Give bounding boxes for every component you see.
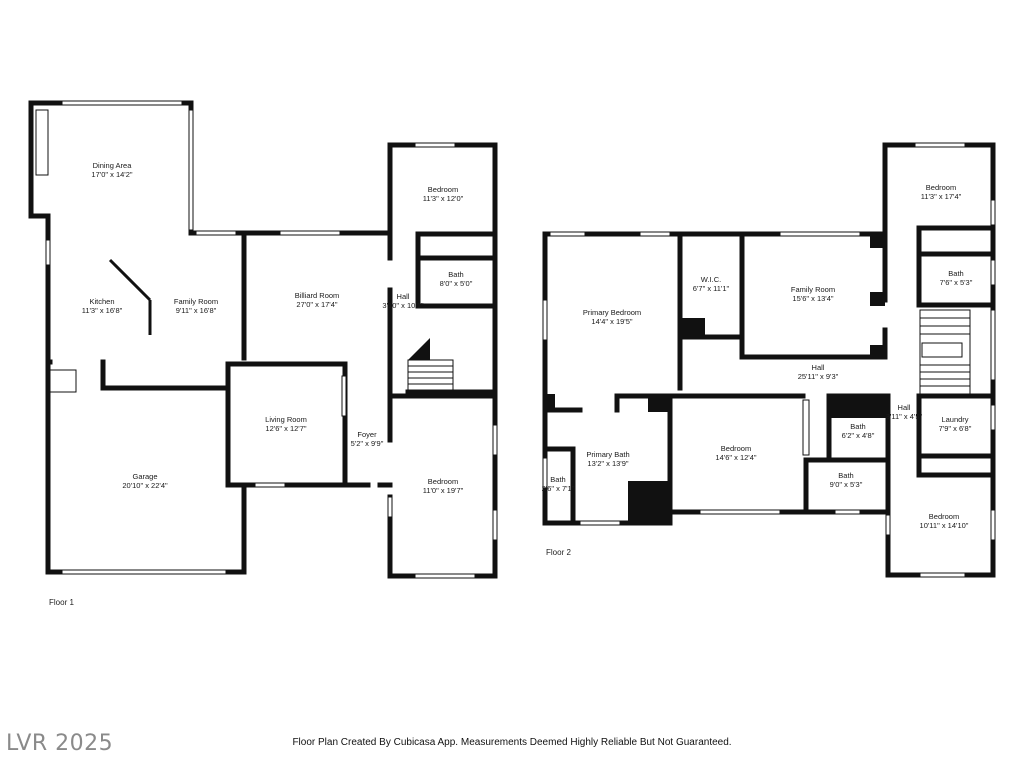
room-name-bed2a: Bedroom [926,183,956,192]
solid-fixtures [408,234,888,523]
wall-outlines [28,100,996,579]
room-name-bath2a: Bath [948,269,963,278]
room-dims-wic: 6'7" x 11'1" [693,284,730,293]
room-dims-bed2b: 14'6" x 12'4" [715,453,756,462]
room-name-bed2b: Bedroom [721,444,751,453]
room-dims-dining: 17'0" x 14'2" [91,170,132,179]
room-name-bed2c: Bedroom [929,512,959,521]
room-dims-living: 12'6" x 12'7" [265,424,306,433]
room-name-hall1: Hall [397,292,410,301]
room-name-bed1b: Bedroom [428,477,458,486]
room-dims-hall1: 3'10" x 10'1" [382,301,423,310]
room-dims-bed2c: 10'11" x 14'10" [920,521,969,530]
room-dims-bath2c: 6'2" x 4'8" [842,431,875,440]
room-name-hall2: Hall [812,363,825,372]
room-dims-bath2a: 7'6" x 5'3" [940,278,973,287]
room-name-pbath: Primary Bath [586,450,629,459]
floor-1-label: Floor 1 [49,598,74,607]
room-name-bath2c: Bath [850,422,865,431]
room-dims-primary: 14'4" x 19'5" [591,317,632,326]
room-name-wic: W.I.C. [701,275,721,284]
room-name-kitchen: Kitchen [89,297,114,306]
floor-2-label: Floor 2 [546,548,571,557]
room-name-hall3: Hall [898,403,911,412]
room-dims-pbath: 13'2" x 13'9" [587,459,628,468]
room-dims-bath2d: 9'0" x 5'3" [830,480,863,489]
room-name-primary: Primary Bedroom [583,308,641,317]
room-dims-garage: 20'10" x 22'4" [122,481,168,490]
room-name-bath2d: Bath [838,471,853,480]
room-dims-bath1: 8'0" x 5'0" [440,279,473,288]
room-dims-kitchen: 11'3" x 16'8" [82,306,123,315]
room-name-bath2b: Bath [550,475,565,484]
room-dims-bath2b: 2'6" x 7'1" [542,484,575,493]
room-dims-hall3: 3'11" x 4'5" [886,412,923,421]
room-name-bath1: Bath [448,270,463,279]
room-name-billiard: Billiard Room [295,291,340,300]
room-dims-laundry: 7'9" x 6'8" [939,424,972,433]
room-name-family1: Family Room [174,297,218,306]
room-name-family2: Family Room [791,285,835,294]
room-name-bed1a: Bedroom [428,185,458,194]
room-name-living: Living Room [265,415,307,424]
room-name-laundry: Laundry [941,415,968,424]
room-dims-family2: 15'6" x 13'4" [792,294,833,303]
windows [45,100,996,579]
stairs-and-fixtures [35,109,971,456]
room-name-foyer: Foyer [357,430,377,439]
room-dims-billiard: 27'0" x 17'4" [296,300,337,309]
room-name-garage: Garage [132,472,157,481]
room-dims-foyer: 5'2" x 9'9" [351,439,384,448]
room-dims-bed1b: 11'0" x 19'7" [423,486,464,495]
room-dims-family1: 9'11" x 16'8" [176,306,217,315]
disclaimer-footer: Floor Plan Created By Cubicasa App. Meas… [292,737,732,748]
room-dims-hall2: 25'11" x 9'3" [798,372,839,381]
room-name-dining: Dining Area [93,161,133,170]
room-dims-bed1a: 11'3" x 12'0" [423,194,464,203]
room-dims-bed2a: 11'3" x 17'4" [921,192,962,201]
watermark: LVR 2025 [6,731,114,756]
